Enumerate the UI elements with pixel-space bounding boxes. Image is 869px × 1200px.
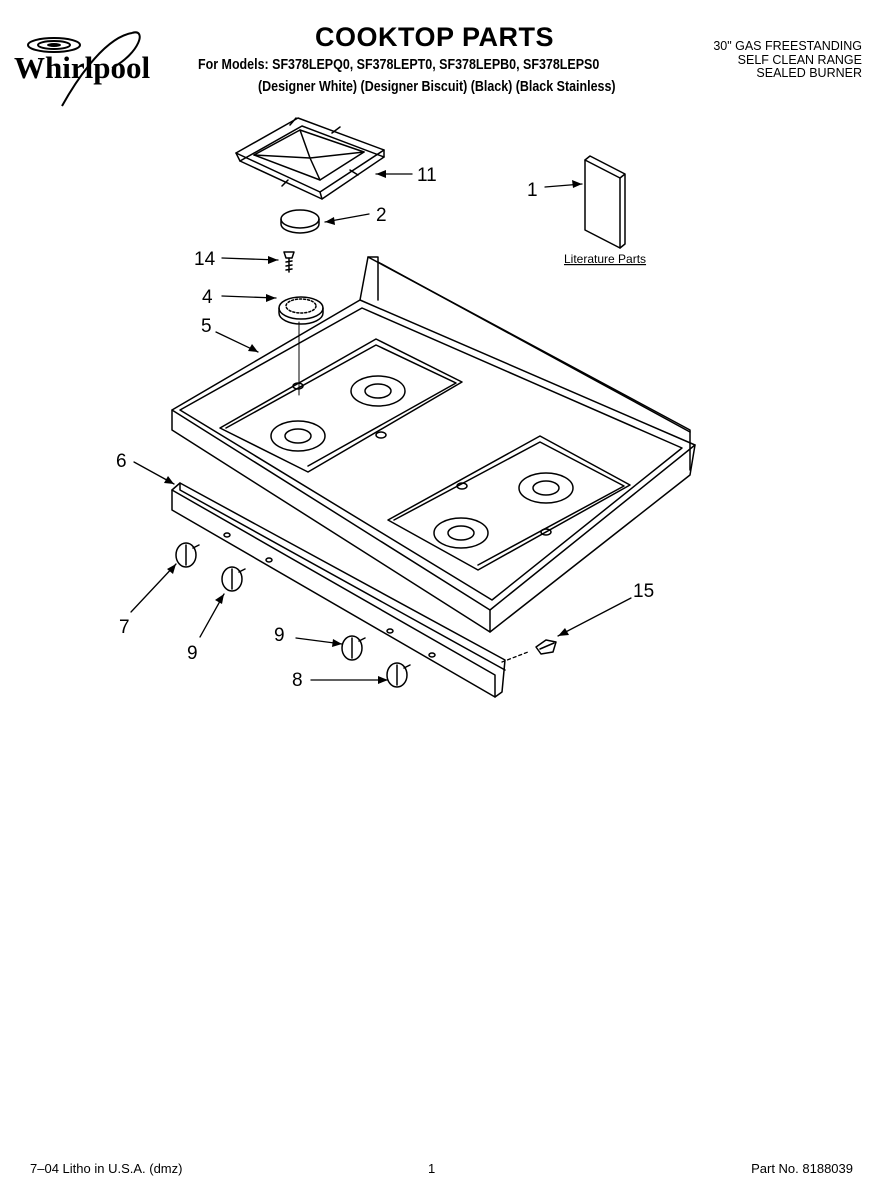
callout-15: 15 (633, 581, 654, 602)
control-panel-part (171, 482, 506, 698)
callout-5: 5 (201, 316, 212, 337)
callout-11: 11 (417, 165, 437, 186)
callout-1: 1 (527, 180, 538, 201)
bolt-part (535, 639, 557, 655)
page-number: 1 (428, 1161, 436, 1176)
range-desc-line: 30" GAS FREESTANDING (713, 39, 862, 53)
literature-card (584, 155, 626, 249)
callout-4: 4 (202, 287, 213, 308)
literature-parts-label: Literature Parts (564, 252, 646, 266)
knob-part (386, 662, 411, 688)
footer-print-info: 7–04 Litho in U.S.A. (dmz) (30, 1161, 183, 1176)
callout-6: 6 (116, 451, 127, 472)
knob-part (221, 566, 246, 592)
svg-text:Whirlpool: Whirlpool (14, 50, 150, 85)
callout-2: 2 (376, 205, 387, 226)
models-line: For Models: SF378LEPQ0, SF378LEPT0, SF37… (198, 57, 600, 73)
grate-part (235, 117, 385, 200)
burner-base-part (278, 296, 324, 325)
cooktop-part (171, 256, 696, 633)
knob-part (175, 542, 200, 568)
part-number: Part No. 8188039 (751, 1161, 853, 1176)
callout-9: 9 (274, 625, 285, 646)
callout-8: 8 (292, 670, 303, 691)
callout-7: 7 (119, 617, 130, 638)
range-desc-line: SEALED BURNER (756, 66, 862, 80)
variants-line: (Designer White) (Designer Biscuit) (Bla… (258, 79, 616, 95)
range-desc-line: SELF CLEAN RANGE (737, 52, 862, 67)
callout-14: 14 (194, 249, 216, 270)
whirlpool-logo: Whirlpool (14, 31, 150, 107)
burner-cap-part (280, 209, 320, 234)
knob-part (341, 635, 366, 661)
arrow-heads (164, 170, 582, 684)
screw-part (283, 251, 295, 273)
callout-9: 9 (187, 643, 198, 664)
page-title: COOKTOP PARTS (314, 22, 555, 52)
range-description: 30" GAS FREESTANDING SELF CLEAN RANGE SE… (662, 39, 862, 81)
